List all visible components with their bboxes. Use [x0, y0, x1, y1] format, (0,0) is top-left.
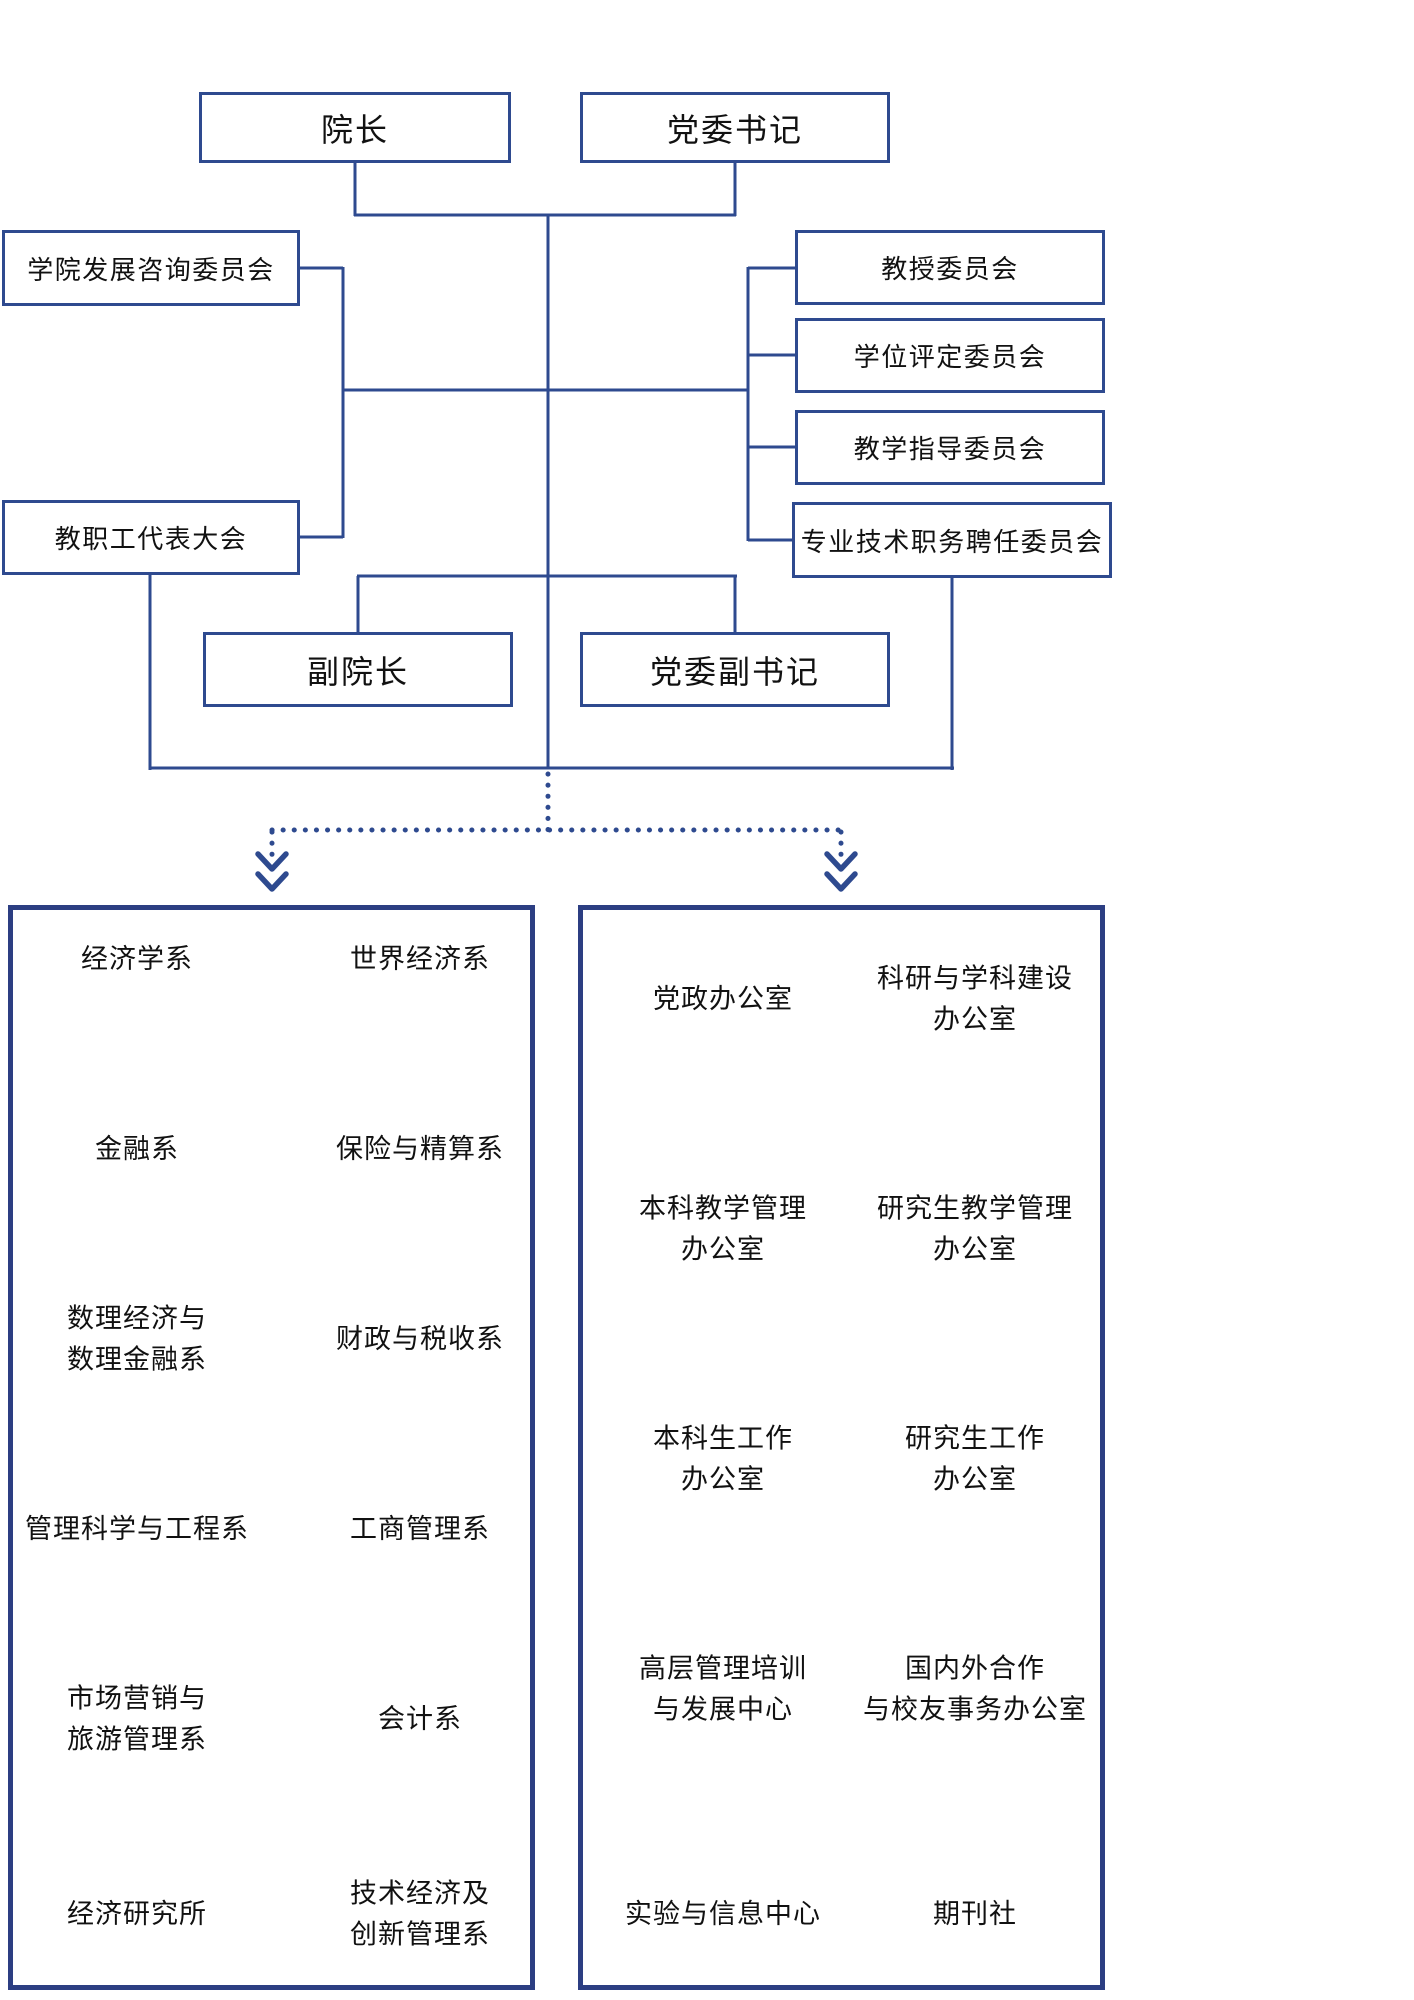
department-item: 经济研究所 — [67, 1898, 207, 1930]
office-item: 本科教学管理 办公室 — [639, 1193, 807, 1266]
department-item: 财政与税收系 — [336, 1323, 504, 1355]
office-item: 科研与学科建设 办公室 — [877, 963, 1073, 1036]
teaching-committee-box: 教学指导委员会 — [795, 410, 1105, 485]
staff-congress-box: 教职工代表大会 — [2, 500, 300, 575]
office-item: 研究生教学管理 办公室 — [877, 1193, 1073, 1266]
department-item: 管理科学与工程系 — [25, 1513, 249, 1545]
department-item: 会计系 — [378, 1703, 462, 1735]
advisory-committee-label: 学院发展咨询委员会 — [27, 255, 275, 286]
teaching-committee-label: 教学指导委员会 — [853, 435, 1047, 465]
vice-dean-box: 副院长 — [203, 632, 513, 707]
office-item: 期刊社 — [933, 1898, 1017, 1930]
offices-panel — [578, 905, 1105, 1990]
department-item: 市场营销与 旅游管理系 — [67, 1683, 207, 1756]
dotted-connectors — [269, 771, 844, 861]
dean-box: 院长 — [199, 92, 511, 163]
arrow-down-icon — [824, 851, 858, 892]
solid-connectors — [148, 163, 954, 770]
department-item: 金融系 — [95, 1133, 179, 1165]
office-item: 本科生工作 办公室 — [653, 1423, 793, 1496]
office-item: 高层管理培训 与发展中心 — [639, 1653, 807, 1726]
vice-dean-label: 副院长 — [306, 652, 409, 691]
party-secretary-box: 党委书记 — [580, 92, 890, 163]
department-item: 技术经济及 创新管理系 — [350, 1878, 490, 1951]
department-item: 保险与精算系 — [336, 1133, 504, 1165]
staff-congress-label: 教职工代表大会 — [54, 525, 248, 555]
department-item: 工商管理系 — [350, 1513, 490, 1545]
degree-committee-box: 学位评定委员会 — [795, 318, 1105, 393]
department-item: 经济学系 — [81, 943, 193, 975]
office-item: 党政办公室 — [653, 983, 793, 1015]
professor-committee-box: 教授委员会 — [795, 230, 1105, 305]
office-item: 实验与信息中心 — [625, 1898, 821, 1930]
department-item: 数理经济与 数理金融系 — [67, 1303, 207, 1376]
office-item: 研究生工作 办公室 — [905, 1423, 1045, 1496]
arrow-down-icon — [255, 851, 289, 892]
advisory-committee-box: 学院发展咨询委员会 — [2, 230, 300, 306]
office-item: 国内外合作 与校友事务办公室 — [863, 1653, 1087, 1726]
appointment-committee-label: 专业技术职务聘任委员会 — [800, 527, 1104, 558]
deputy-party-secretary-label: 党委副书记 — [649, 652, 820, 691]
degree-committee-label: 学位评定委员会 — [853, 343, 1047, 373]
party-secretary-label: 党委书记 — [666, 110, 803, 149]
departments-panel — [8, 905, 535, 1990]
dean-label: 院长 — [320, 110, 389, 149]
professor-committee-label: 教授委员会 — [881, 255, 1019, 285]
deputy-party-secretary-box: 党委副书记 — [580, 632, 890, 707]
appointment-committee-box: 专业技术职务聘任委员会 — [792, 502, 1112, 578]
department-item: 世界经济系 — [350, 943, 490, 975]
